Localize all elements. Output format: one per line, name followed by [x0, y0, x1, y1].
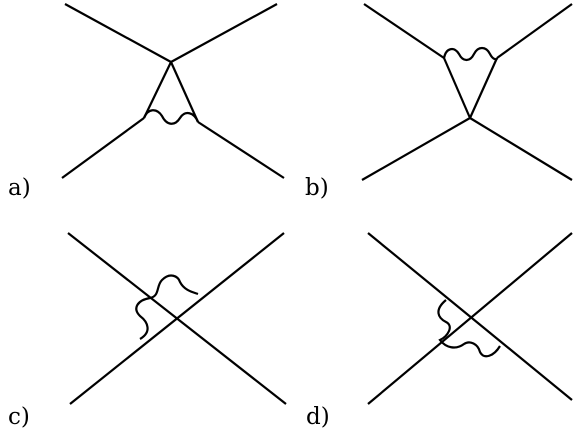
diagram-c: c): [8, 232, 287, 430]
diagram-d-line-down: [367, 232, 573, 401]
diagram-b-photon-line: [442, 46, 499, 62]
diagram-a-lower-left-leg: [61, 117, 145, 179]
diagram-a-triangle-left-side: [143, 61, 172, 119]
diagram-a-upper-left-leg: [64, 3, 172, 63]
diagram-d-photon-line: [437, 299, 501, 358]
diagram-a-triangle-right-side: [169, 61, 200, 123]
diagram-b-label: b): [305, 175, 329, 201]
diagram-a-upper-right-leg: [170, 3, 278, 63]
diagram-d-line-up: [367, 232, 573, 405]
diagram-b: b): [305, 3, 573, 201]
diagram-a-lower-right-leg: [197, 121, 285, 179]
diagram-b-triangle-right-side: [468, 57, 499, 119]
diagram-c-photon-line: [135, 274, 199, 340]
diagram-d-label: d): [306, 404, 330, 430]
diagram-a: a): [8, 3, 285, 201]
diagram-c-label: c): [8, 404, 30, 430]
diagram-b-upper-right-leg: [496, 3, 573, 59]
diagram-b-lower-left-leg: [361, 117, 471, 181]
diagram-c-line-up: [69, 232, 285, 405]
diagram-a-label: a): [8, 175, 31, 201]
diagram-b-triangle-left-side: [442, 57, 472, 119]
diagram-b-lower-right-leg: [469, 117, 573, 181]
diagram-b-upper-left-leg: [363, 3, 445, 59]
diagram-d: d): [306, 232, 573, 430]
diagram-a-photon-line: [142, 109, 200, 125]
